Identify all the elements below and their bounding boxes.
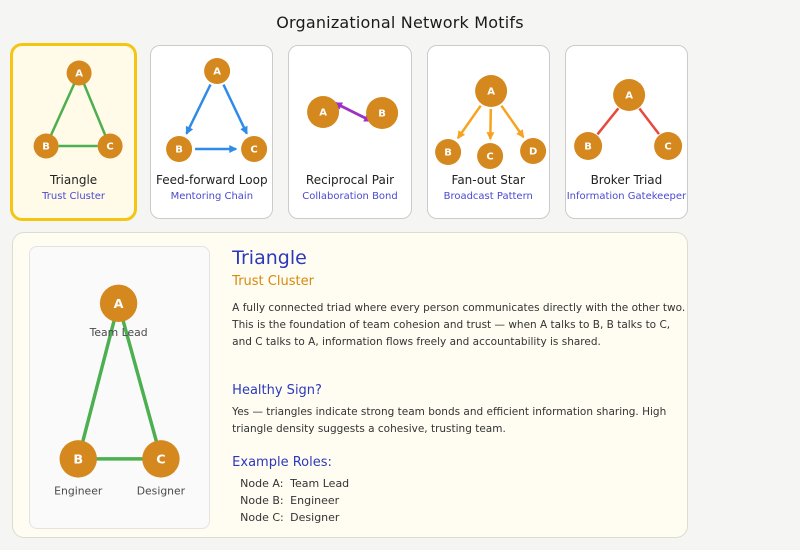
node-b	[366, 97, 399, 129]
node-c	[97, 133, 123, 159]
node-c-label: C	[106, 142, 113, 153]
arrow-a-d	[499, 104, 525, 139]
node-c-label: C	[156, 452, 165, 467]
role-value: Team Lead	[290, 477, 350, 490]
node-c	[476, 143, 503, 169]
role-row-b: Node B: Engineer	[232, 494, 687, 507]
role-value: Engineer	[290, 494, 340, 507]
node-d	[519, 138, 546, 164]
node-a	[204, 58, 231, 84]
node-c-label: C	[486, 152, 493, 163]
card-subtitle: Collaboration Bond	[302, 191, 398, 202]
role-node-label: Node C:	[240, 511, 284, 524]
node-c	[653, 132, 682, 160]
node-a-label: A	[625, 91, 633, 102]
node-a-label: A	[320, 108, 328, 119]
feed-forward-motif-diagram: A B C	[166, 58, 268, 162]
edge-a-c	[638, 107, 660, 135]
example-roles-list: Node A: Team Lead Node B: Engineer Node …	[232, 477, 687, 524]
healthy-sign-text: Yes — triangles indicate strong team bon…	[232, 406, 667, 435]
node-d-label: D	[529, 147, 537, 158]
node-c-label: C	[664, 142, 671, 153]
motif-card-reciprocal-pair[interactable]: A B Reciprocal Pair Collaboration Bond	[288, 45, 412, 219]
card-subtitle: Information Gatekeeper	[566, 191, 687, 202]
node-c	[241, 136, 268, 162]
node-b	[434, 139, 461, 165]
arrow-a-c	[486, 108, 495, 141]
node-c	[142, 440, 180, 478]
card-name: Fan-out Star	[451, 173, 525, 187]
page-title: Organizational Network Motifs	[276, 13, 524, 32]
edge-a-b	[81, 319, 116, 443]
motif-card-triangle[interactable]: A B C Triangle Trust Cluster	[12, 45, 136, 219]
node-b	[166, 136, 193, 162]
node-b	[573, 132, 602, 160]
card-name: Reciprocal Pair	[305, 173, 395, 187]
edge-a-b	[596, 107, 620, 136]
detail-text-column: Triangle Trust Cluster A fully connected…	[232, 246, 687, 537]
node-b	[33, 133, 59, 159]
detail-panel: A B C Team Lead Engineer Designer Triang…	[12, 232, 688, 538]
role-node-label: Node A:	[240, 477, 284, 490]
node-a	[66, 60, 92, 86]
edge-a-b	[49, 83, 76, 136]
reciprocal-motif-diagram: A B	[307, 96, 399, 129]
node-b-label: B	[42, 142, 50, 153]
node-a-label: A	[213, 67, 221, 78]
node-a-label: A	[487, 87, 495, 98]
node-b-label: B	[379, 109, 387, 120]
node-a	[474, 75, 507, 107]
node-b-label: B	[444, 148, 452, 159]
node-b-label: B	[584, 142, 592, 153]
card-subtitle: Mentoring Chain	[170, 191, 254, 202]
detail-description: A fully connected triad where every pers…	[232, 302, 686, 348]
detail-triangle-diagram: A B C Team Lead Engineer Designer	[54, 284, 186, 497]
role-value: Designer	[290, 511, 340, 524]
healthy-sign-heading: Healthy Sign?	[232, 383, 322, 398]
triangle-motif-diagram: A B C	[33, 60, 123, 159]
node-b-label: B	[175, 145, 183, 156]
node-a	[99, 284, 138, 323]
card-name: Triangle	[50, 173, 98, 187]
node-a-role-label: Team Lead	[89, 326, 148, 339]
node-a	[612, 79, 645, 111]
node-a-label: A	[114, 297, 124, 312]
node-a	[307, 96, 340, 128]
edge-a-c	[82, 83, 107, 136]
node-c-label: C	[251, 145, 258, 156]
fan-out-motif-diagram: A B C D	[434, 75, 546, 169]
arrow-a-c	[222, 84, 249, 135]
motif-card-fan-out-star[interactable]: A B C D Fan-out Star Broadcast Pattern	[426, 45, 550, 219]
node-b-label: B	[73, 452, 83, 467]
motif-card-broker-triad[interactable]: A B C Broker Triad Information Gatekeepe…	[564, 45, 689, 219]
detail-subtitle: Trust Cluster	[232, 274, 314, 289]
double-arrow-a-b	[334, 101, 373, 123]
card-name: Broker Triad	[590, 173, 663, 187]
arrow-a-b	[456, 104, 482, 140]
role-row-c: Node C: Designer	[232, 511, 687, 524]
node-a-label: A	[75, 69, 83, 80]
detail-title: Triangle	[232, 247, 307, 269]
card-subtitle: Trust Cluster	[42, 191, 106, 202]
card-subtitle: Broadcast Pattern	[443, 191, 533, 202]
node-b-role-label: Engineer	[54, 484, 103, 497]
card-name: Feed-forward Loop	[156, 173, 268, 187]
role-row-a: Node A: Team Lead	[232, 477, 687, 490]
detail-diagram-box: A B C Team Lead Engineer Designer	[29, 246, 211, 529]
example-roles-heading: Example Roles:	[232, 455, 332, 470]
node-c-role-label: Designer	[137, 484, 186, 497]
motif-cards-row: A B C Triangle Trust Cluster A B C Feed-…	[12, 45, 689, 219]
motif-card-feed-forward-loop[interactable]: A B C Feed-forward Loop Mentoring Chain	[150, 45, 274, 219]
edge-a-c	[121, 319, 158, 443]
node-b	[59, 440, 97, 478]
arrow-a-b	[185, 83, 212, 135]
role-node-label: Node B:	[240, 494, 284, 507]
broker-motif-diagram: A B C	[573, 79, 682, 160]
